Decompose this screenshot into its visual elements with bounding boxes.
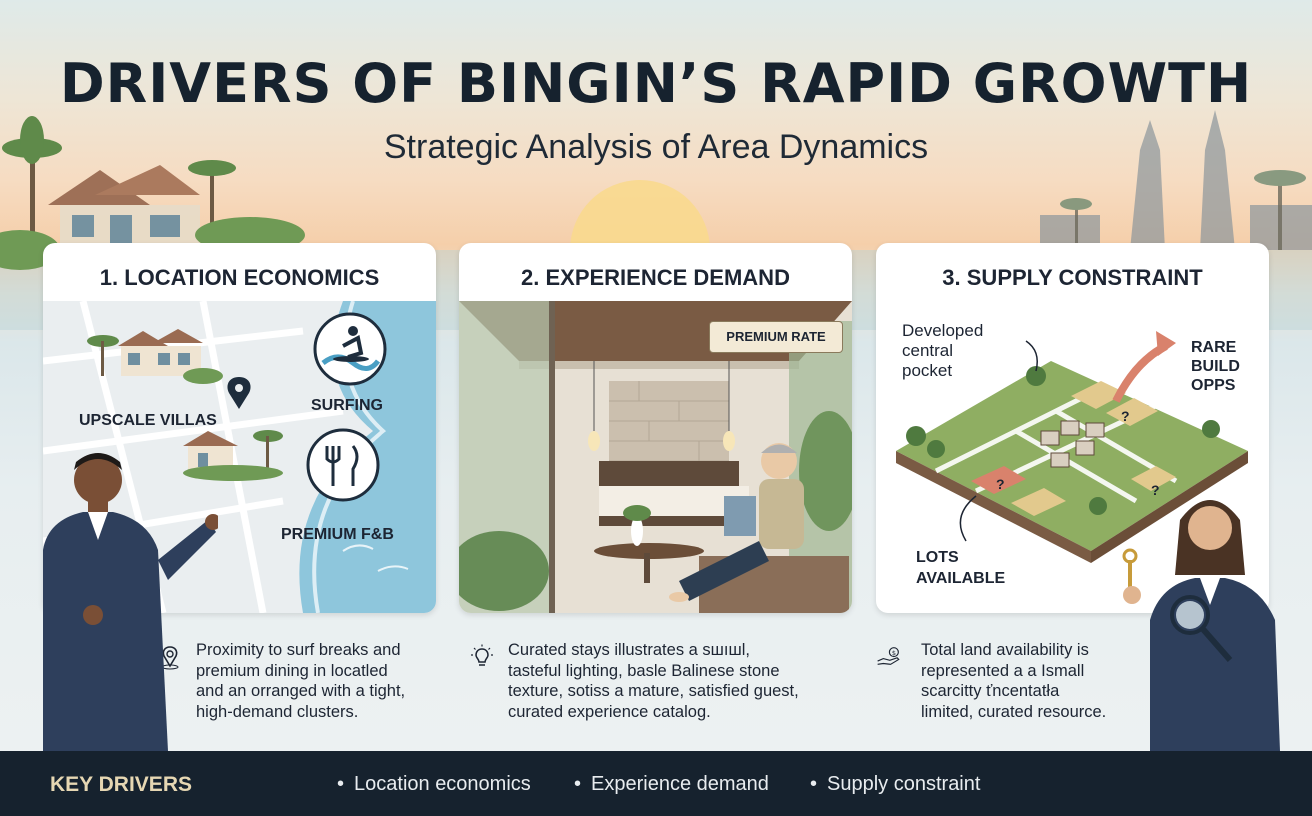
palm-trees-right — [1060, 170, 1306, 250]
label-lots-available: LOTS AVAILABLE — [916, 549, 1006, 587]
plot-unknown-marker: ? — [996, 476, 1005, 492]
label-surfing: SURFING — [311, 397, 383, 414]
hand-coin-icon: $ — [877, 647, 900, 665]
premium-rate-tag: PREMIUM RATE — [709, 321, 843, 353]
footer-item-supply: Supply constraint — [810, 773, 980, 796]
seated-guest — [669, 443, 849, 613]
villa-bottom — [183, 430, 283, 481]
surfing-icon — [313, 312, 387, 386]
label-developed-central-pocket: Developed central pocket — [902, 321, 984, 380]
plot-lots-1 — [971, 466, 1026, 494]
map-pin-icon — [227, 377, 251, 409]
plot-lots-2 — [1011, 488, 1066, 516]
plot-rare-1 — [1071, 381, 1126, 409]
svg-text:$: $ — [892, 649, 896, 657]
label-premium-fnb: PREMIUM F&B — [281, 526, 394, 543]
land-base — [896, 361, 1248, 551]
plot-lots-3 — [1131, 466, 1176, 491]
plot-rare-2 — [1106, 398, 1158, 426]
left-house-illustration — [48, 165, 200, 250]
footer-item-location: Location economics — [337, 773, 531, 796]
location-pin-icon — [161, 646, 179, 670]
villa-interior-illustration — [459, 301, 852, 613]
page-title: DRIVERS OF BINGIN’S RAPID GROWTH — [59, 52, 1253, 115]
card-experience-demand: 2. EXPERIENCE DEMAND — [459, 243, 852, 613]
houses-cluster — [1040, 420, 1105, 468]
plot-unknown-marker: ? — [1121, 408, 1130, 424]
description-location-economics: Proximity to surf breaks and premium din… — [196, 641, 406, 721]
card-title: 2. EXPERIENCE DEMAND — [521, 265, 790, 290]
villa-top — [87, 329, 223, 384]
card-title: 1. LOCATION ECONOMICS — [99, 265, 380, 290]
land-plot-illustration — [896, 331, 1248, 563]
label-rare-build-opps: RARE BUILD OPPS — [1191, 339, 1240, 394]
trees — [906, 366, 1220, 515]
plot-unknown-marker: ? — [1151, 482, 1160, 498]
female-presenter-illustration — [1122, 500, 1280, 751]
lightbulb-icon — [471, 644, 493, 666]
male-presenter-illustration — [43, 453, 218, 751]
fork-knife-icon — [306, 428, 380, 502]
footer-title: KEY DRIVERS — [50, 773, 192, 796]
key-drivers-footer: KEY DRIVERS Location economics Experienc… — [0, 751, 1312, 816]
description-supply-constraint: Total land availability is represented a… — [921, 641, 1107, 721]
description-experience-demand: Curated stays illustrates a sшıшl, taste… — [508, 641, 799, 721]
footer-item-experience: Experience demand — [574, 773, 769, 796]
page-subtitle: Strategic Analysis of Area Dynamics — [383, 128, 929, 166]
label-upscale-villas: UPSCALE VILLAS — [79, 412, 217, 429]
card-title: 3. SUPPLY CONSTRAINT — [942, 265, 1203, 290]
